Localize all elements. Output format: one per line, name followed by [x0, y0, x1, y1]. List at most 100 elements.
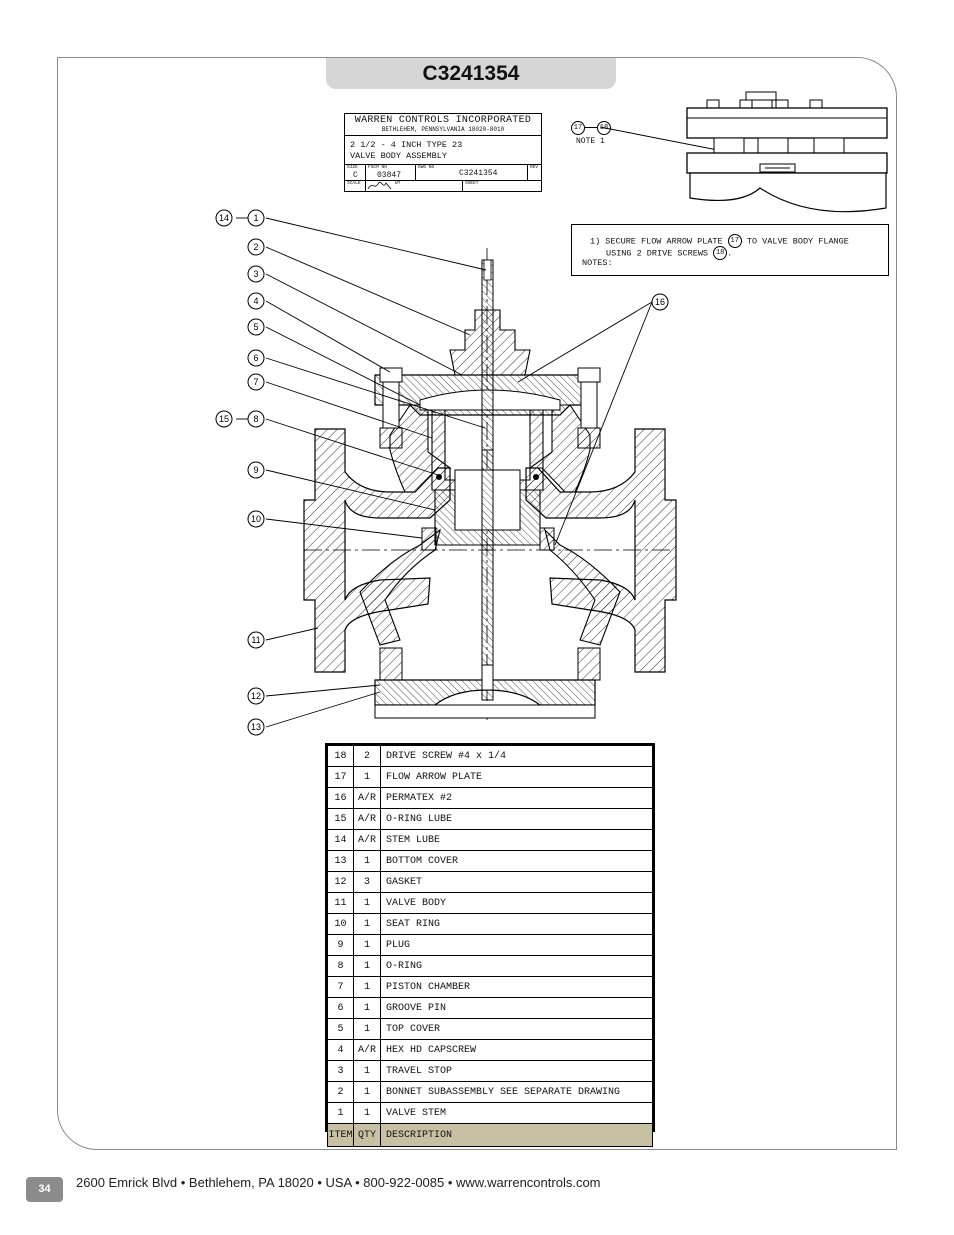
bom-item-cell: 11: [327, 892, 354, 914]
bom-description-cell: O-RING: [380, 955, 653, 977]
note-line1-tail: TO VALVE BODY FLANGE: [746, 236, 849, 247]
balloon-7: [247, 373, 265, 391]
balloon-10-label: 10: [251, 514, 261, 524]
balloon-5: [247, 318, 265, 336]
balloon-10: [247, 510, 265, 528]
bom-qty-cell: 3: [353, 871, 381, 893]
bom-qty-cell: 1: [353, 934, 381, 956]
bom-qty-cell: A/R: [353, 1039, 381, 1061]
bom-header-item: ITEM: [327, 1123, 354, 1147]
balloon-9-label: 9: [253, 465, 258, 475]
bom-description-cell: GROOVE PIN: [380, 997, 653, 1019]
balloon-6: [247, 349, 265, 367]
company-name: WARREN CONTROLS INCORPORATED: [354, 115, 532, 126]
valve-assembly-drawing: 14 1 2 3 4 5 6 7 15 8 9 10 11 12 13 16: [215, 209, 677, 736]
bom-qty-cell: 1: [353, 766, 381, 788]
bom-qty-cell: 1: [353, 892, 381, 914]
size-label: SIZE: [347, 165, 358, 170]
bom-qty-cell: 1: [353, 955, 381, 977]
bom-description-cell: DRIVE SCREW #4 x 1/4: [380, 745, 653, 767]
note-balloon-18: 18: [713, 246, 728, 260]
bom-qty-cell: 1: [353, 997, 381, 1019]
bom-qty-cell: 1: [353, 850, 381, 872]
balloon-16: [651, 293, 669, 311]
balloon-8: [247, 410, 265, 428]
drawing-title-block: WARREN CONTROLS INCORPORATED BETHLEHEM, …: [344, 113, 542, 192]
bom-qty-cell: 1: [353, 976, 381, 998]
bom-qty-cell: 1: [353, 1018, 381, 1040]
fscm-value: 03847: [377, 171, 402, 180]
notes-heading: NOTES:: [582, 258, 613, 268]
balloon-14-label: 14: [219, 213, 229, 223]
balloon-8-label: 8: [253, 414, 258, 424]
bom-qty-cell: 2: [353, 745, 381, 767]
wt-label: WT: [395, 181, 401, 186]
bom-description-cell: BONNET SUBASSEMBLY SEE SEPARATE DRAWING: [380, 1081, 653, 1103]
bom-item-cell: 12: [327, 871, 354, 893]
bom-description-cell: PLUG: [380, 934, 653, 956]
balloon-6-label: 6: [253, 353, 258, 363]
balloon-4-label: 4: [253, 296, 258, 306]
company-address: BETHLEHEM, PENNSYLVANIA 18020-8010: [381, 126, 505, 133]
balloon-4: [247, 292, 265, 310]
bom-qty-cell: 1: [353, 913, 381, 935]
scale-signature-icon: [367, 181, 392, 190]
balloon-13: [247, 718, 265, 736]
bom-item-cell: 17: [327, 766, 354, 788]
bom-item-cell: 15: [327, 808, 354, 830]
balloon-16-label: 16: [655, 297, 665, 307]
balloon-3-label: 3: [253, 269, 258, 279]
sheet-label: SHEET: [465, 181, 479, 186]
drawing-title-line2: VALVE BODY ASSEMBLY: [350, 151, 447, 161]
bom-description-cell: SEAT RING: [380, 913, 653, 935]
bom-item-cell: 1: [327, 1102, 354, 1124]
bom-item-cell: 18: [327, 745, 354, 767]
bom-description-cell: VALVE STEM: [380, 1102, 653, 1124]
bom-qty-cell: 1: [353, 1102, 381, 1124]
note-line2-tail: .: [727, 248, 733, 259]
balloon-15-label: 15: [219, 414, 229, 424]
bom-description-cell: STEM LUBE: [380, 829, 653, 851]
balloon-12-label: 12: [251, 691, 261, 701]
balloon-2: [247, 238, 265, 256]
bom-item-cell: 7: [327, 976, 354, 998]
bom-header-description: DESCRIPTION: [380, 1123, 653, 1147]
bom-description-cell: HEX HD CAPSCREW: [380, 1039, 653, 1061]
note-line2-text: USING 2 DRIVE SCREWS: [606, 248, 709, 259]
bom-item-cell: 2: [327, 1081, 354, 1103]
bom-qty-cell: A/R: [353, 787, 381, 809]
bom-qty-cell: A/R: [353, 829, 381, 851]
bom-item-cell: 4: [327, 1039, 354, 1061]
balloon-1-label: 1: [253, 213, 258, 223]
bom-description-cell: VALVE BODY: [380, 892, 653, 914]
page-frame: [57, 57, 897, 1150]
bom-header-row: ITEM QTY DESCRIPTION: [327, 1123, 653, 1147]
bom-item-cell: 5: [327, 1018, 354, 1040]
bom-item-cell: 8: [327, 955, 354, 977]
bom-item-cell: 14: [327, 829, 354, 851]
balloon-2-label: 2: [253, 242, 258, 252]
bom-description-cell: TOP COVER: [380, 1018, 653, 1040]
note1-label: NOTE 1: [576, 137, 605, 146]
dwg-label: DWG NO: [418, 165, 435, 170]
balloon-7-label: 7: [253, 377, 258, 387]
bom-qty-cell: A/R: [353, 808, 381, 830]
bom-header-qty: QTY: [353, 1123, 381, 1147]
rev-label: REV: [530, 165, 539, 170]
balloon-11-label: 11: [251, 635, 260, 645]
bom-item-cell: 6: [327, 997, 354, 1019]
bom-description-cell: TRAVEL STOP: [380, 1060, 653, 1082]
bom-item-cell: 9: [327, 934, 354, 956]
